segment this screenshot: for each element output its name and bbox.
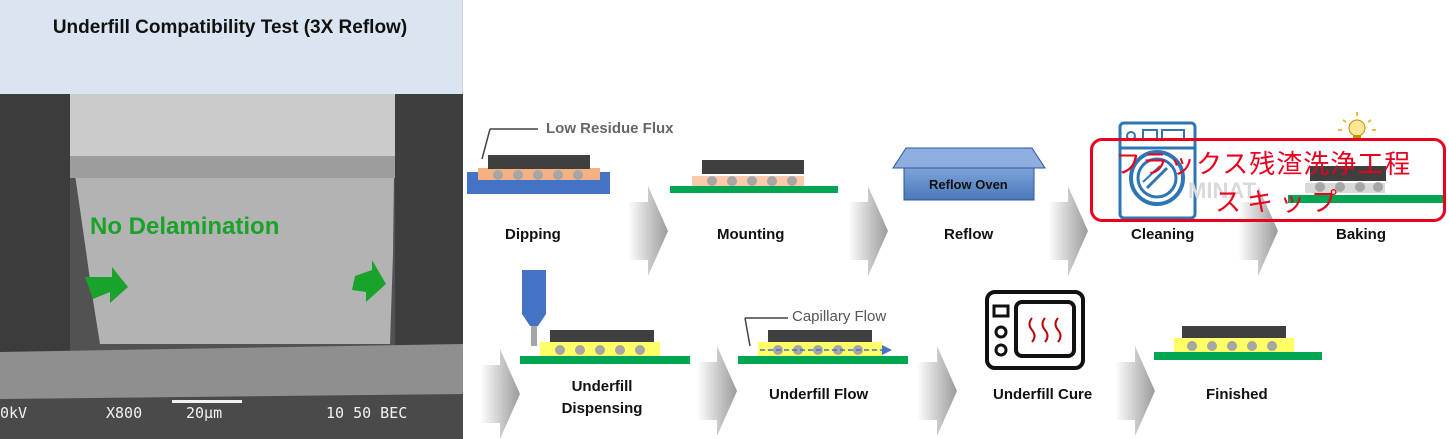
sem-scale: 20µm xyxy=(186,404,223,422)
finished-illustration xyxy=(1154,326,1322,360)
step-cleaning: Cleaning xyxy=(1131,226,1195,243)
low-residue-flux-note: Low Residue Flux xyxy=(546,120,674,137)
washing-machine-icon xyxy=(1118,121,1197,220)
sem-footer: 0kV X800 20µm 10 50 BEC xyxy=(0,398,463,428)
row2-arrows xyxy=(480,346,1155,439)
left-arrow-icon xyxy=(85,267,128,303)
step-mounting: Mounting xyxy=(717,226,785,243)
skip-annotation-line1: フラックス残渣洗浄工程 xyxy=(1115,149,1412,179)
step-reflow: Reflow xyxy=(944,226,994,243)
sem-image xyxy=(0,94,463,439)
row1-arrows xyxy=(628,186,1278,276)
title-box: Underfill Compatibility Test (3X Reflow) xyxy=(0,0,463,94)
sem-id: 10 50 BEC xyxy=(326,404,408,422)
capillary-flow-note: Capillary Flow xyxy=(792,308,887,325)
reflow-oven-note: Reflow Oven xyxy=(929,177,1008,192)
sem-magnification: X800 xyxy=(106,404,143,422)
dipping-illustration xyxy=(467,128,610,194)
step-underfill-dispensing: Underfill Dispensing xyxy=(561,378,643,417)
sem-label: No Delamination xyxy=(90,213,280,240)
baking-illustration: MINAT xyxy=(1188,112,1446,203)
mounting-illustration xyxy=(670,160,838,193)
step-dipping: Dipping xyxy=(505,226,561,243)
left-panel: Underfill Compatibility Test (3X Reflow) xyxy=(0,0,463,439)
right-arrow-icon xyxy=(352,260,386,302)
step-baking: Baking xyxy=(1336,226,1387,243)
step-underfill-flow: Underfill Flow xyxy=(769,386,869,403)
step-underfill-cure: Underfill Cure xyxy=(993,386,1093,403)
underfill-flow-illustration xyxy=(738,317,908,364)
step-finished: Finished xyxy=(1206,386,1268,403)
dispensing-illustration xyxy=(520,270,690,364)
panel-title: Underfill Compatibility Test (3X Reflow) xyxy=(52,17,408,38)
skip-annotation-line2: スキップ xyxy=(1215,187,1344,217)
cure-oven-icon xyxy=(985,290,1085,370)
skip-annotation-box xyxy=(1090,138,1446,222)
sem-voltage: 0kV xyxy=(0,404,28,422)
light-bulb-icon xyxy=(1338,112,1376,141)
svg-text:MINAT: MINAT xyxy=(1188,178,1257,203)
reflow-oven-illustration xyxy=(892,147,1046,201)
